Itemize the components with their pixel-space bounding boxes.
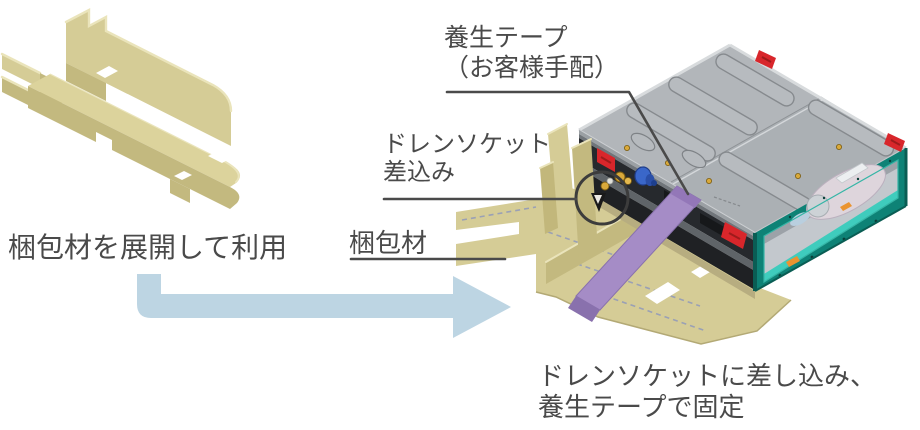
embossed-ovals	[626, 53, 895, 213]
red-clip	[884, 133, 905, 152]
vent-oval	[681, 149, 707, 169]
caption-bottom: ドレンソケットに差し込み、 養生テープで固定	[538, 361, 876, 422]
drain-socket-inserted	[600, 177, 614, 191]
cutout-hole	[96, 66, 118, 78]
label-packing-material: 梱包材	[349, 228, 428, 258]
orange-clip	[786, 256, 800, 267]
ac-unit	[578, 43, 908, 299]
fan-label-plate	[835, 162, 869, 184]
etch-marks	[713, 196, 741, 207]
packing-material-unfolded	[0, 8, 241, 209]
red-clip	[597, 148, 615, 172]
orange-clip	[840, 202, 852, 211]
drain-hole	[591, 193, 606, 212]
screws	[624, 143, 843, 184]
label-masking-tape-line1: 養生テープ	[444, 24, 568, 52]
leader-line-tape	[445, 90, 690, 196]
label-masking-tape-line2: （お客様手配）	[444, 53, 620, 82]
drain-socket-blue	[634, 166, 657, 186]
red-clip	[755, 50, 776, 69]
red-clip	[721, 222, 747, 249]
upturned-flaps	[539, 123, 614, 261]
caption-bottom-line1: ドレンソケットに差し込み、	[538, 361, 877, 391]
label-drain-socket-line2: 差込み	[383, 159, 455, 187]
label-drain-socket-line1: ドレンソケット	[383, 131, 551, 158]
label-unfold-note: 梱包材を展開して利用	[8, 232, 288, 263]
cutout-hole	[208, 148, 237, 163]
unit-side-opening	[753, 148, 908, 292]
label-drain-socket: ドレンソケット 差込み	[383, 131, 551, 188]
masking-tape	[568, 185, 702, 322]
drain-socket-gold	[614, 171, 632, 185]
flow-arrow-icon	[137, 274, 511, 338]
caption-bottom-line2: 養生テープで固定	[538, 391, 745, 422]
vent-oval	[630, 132, 656, 152]
cutout-hole	[174, 171, 192, 180]
cutout-hole	[645, 282, 680, 304]
label-masking-tape: 養生テープ （お客様手配）	[444, 24, 619, 83]
leader-lines	[349, 90, 690, 261]
